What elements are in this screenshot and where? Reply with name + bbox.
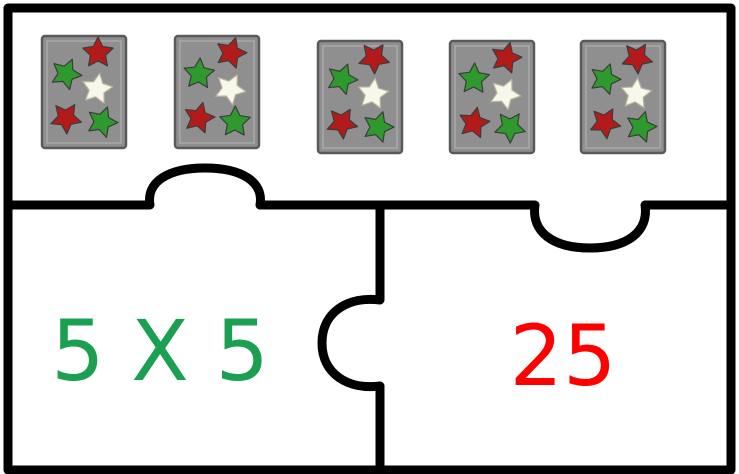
white-star-cookie-icon [215,74,247,106]
green-star-cookie-icon [458,62,490,93]
white-star-cookie-icon [490,78,522,111]
top-piece-divider [3,163,736,253]
red-star-cookie-icon [358,44,390,75]
green-star-cookie-icon [494,113,526,144]
cookie-tray [316,39,404,155]
tray-inner-rim [454,45,530,149]
red-star-cookie-icon [50,103,83,135]
green-star-cookie-icon [219,105,251,136]
green-star-cookie-icon [183,57,216,89]
cookie-tray [40,34,128,150]
puzzle-border [3,3,736,474]
cookie-tray [448,39,536,155]
red-star-cookie-icon [82,36,114,67]
tray-rect [316,39,404,155]
green-star-cookie-icon [627,111,658,143]
tray-inner-rim [322,45,398,149]
red-star-cookie-icon [589,108,622,140]
tray-rect [40,34,128,150]
bottom-piece-divider [317,200,385,474]
product-answer: 25 [510,307,617,405]
green-star-cookie-icon [591,63,622,95]
green-star-cookie-icon [364,111,395,143]
red-star-cookie-icon [491,41,523,74]
puzzle-outline [3,3,736,474]
red-star-cookie-icon [621,43,654,75]
tray-inner-rim [179,40,255,144]
green-star-cookie-icon [88,106,119,138]
cookie-tray [173,34,261,150]
cookie-trays [40,34,667,155]
red-star-cookie-icon [184,101,216,134]
red-star-cookie-icon [326,108,359,140]
red-star-cookie-icon [459,106,491,139]
red-star-cookie-icon [217,37,248,69]
white-star-cookie-icon [82,72,114,104]
white-star-cookie-icon [620,77,653,109]
green-star-cookie-icon [328,63,359,96]
tray-inner-rim [585,45,661,149]
cookie-tray [579,39,667,155]
tray-inner-rim [46,40,122,144]
multiplication-expression: 5 X 5 [51,302,269,400]
tray-rect [579,39,667,155]
white-star-cookie-icon [358,77,390,109]
green-star-cookie-icon [51,58,83,91]
